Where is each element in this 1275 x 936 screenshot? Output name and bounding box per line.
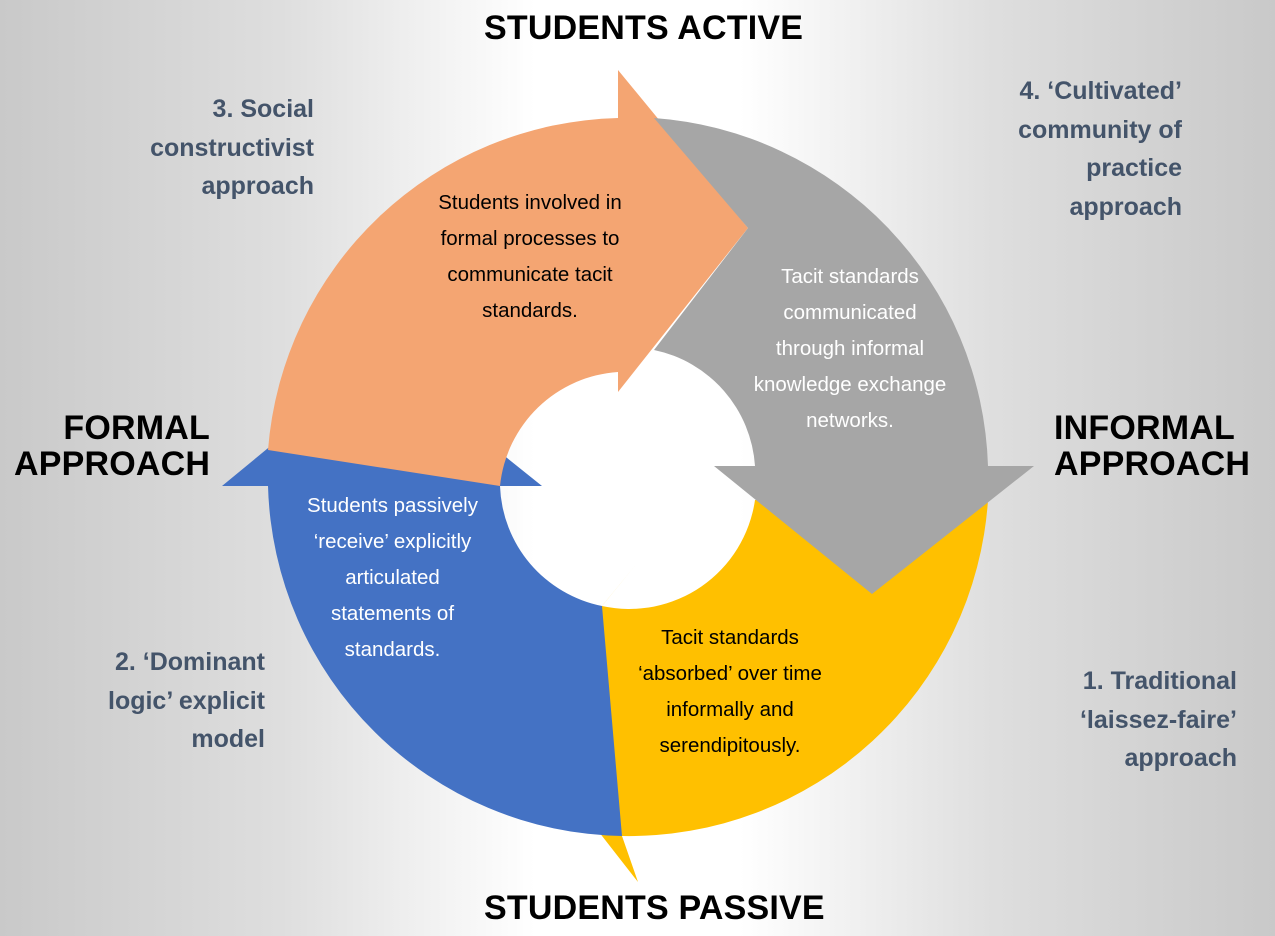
axis-label-top: STUDENTS ACTIVE <box>484 9 804 47</box>
segment-line: Students passively <box>307 494 478 517</box>
approach-line: model <box>191 725 265 753</box>
axis-label-left-line1: FORMAL <box>63 409 210 447</box>
approach-label-traditional-laissez-faire: 1. Traditional ‘laissez-faire’ approach <box>1030 662 1237 778</box>
gray-arrow-segment <box>654 118 1034 594</box>
segment-line: standards. <box>344 638 441 661</box>
approach-line: community of <box>1018 115 1182 144</box>
segment-line: formal processes to <box>440 227 620 250</box>
segment-line: Tacit standards <box>661 626 799 649</box>
segment-line: ‘absorbed’ over time <box>638 662 822 685</box>
segment-line: articulated <box>345 566 440 589</box>
segment-line: standards. <box>482 299 578 322</box>
blue-arrow-segment <box>222 356 622 836</box>
segment-line: statements of <box>330 602 455 625</box>
segment-line: networks. <box>806 409 894 432</box>
approach-line: logic’ explicit <box>108 686 265 715</box>
approach-line: ‘laissez-faire’ <box>1079 705 1237 734</box>
segment-line: Students involved in <box>438 191 622 214</box>
approach-line: approach <box>1124 744 1237 772</box>
segment-text-gray: Tacit standards communicated through inf… <box>720 259 980 439</box>
segment-text-orange: Students involved in formal processes to… <box>400 185 660 329</box>
axis-label-left-line2: APPROACH <box>14 445 211 483</box>
approach-line: approach <box>201 172 314 200</box>
segment-text-blue: Students passively ‘receive’ explicitly … <box>275 488 510 668</box>
segment-line: communicated <box>783 301 917 324</box>
approach-line: 2. ‘Dominant <box>114 648 265 676</box>
segment-text-yellow: Tacit standards ‘absorbed’ over time inf… <box>600 620 860 764</box>
axis-label-bottom: STUDENTS PASSIVE <box>484 889 825 927</box>
orange-arrow-segment <box>268 70 748 486</box>
approach-label-cultivated-community: 4. ‘Cultivated’ community of practice ap… <box>960 72 1182 226</box>
segment-line: communicate tacit <box>447 263 613 286</box>
segment-line: Tacit standards <box>781 265 919 288</box>
approach-label-social-constructivist: 3. Social constructivist approach <box>110 90 314 206</box>
axis-label-right: INFORMAL APPROACH <box>1054 410 1250 482</box>
approach-line: 3. Social <box>212 95 314 123</box>
approach-line: 4. ‘Cultivated’ <box>1019 77 1182 105</box>
segment-line: ‘receive’ explicitly <box>313 530 472 553</box>
approach-line: 1. Traditional <box>1082 667 1237 695</box>
axis-label-right-line1: INFORMAL <box>1054 409 1236 447</box>
segment-line: informally and <box>666 698 794 721</box>
axis-label-left: FORMAL APPROACH <box>14 410 210 482</box>
yellow-arrow-segment <box>510 500 988 882</box>
segment-line: knowledge exchange <box>753 373 947 396</box>
segment-line: through informal <box>775 337 925 360</box>
approach-line: approach <box>1069 192 1182 221</box>
segment-line: serendipitously. <box>659 734 801 757</box>
approach-line: practice <box>1086 154 1182 182</box>
axis-label-right-line2: APPROACH <box>1054 445 1251 483</box>
approach-label-dominant-logic: 2. ‘Dominant logic’ explicit model <box>60 643 265 759</box>
approach-line: constructivist <box>150 133 314 162</box>
